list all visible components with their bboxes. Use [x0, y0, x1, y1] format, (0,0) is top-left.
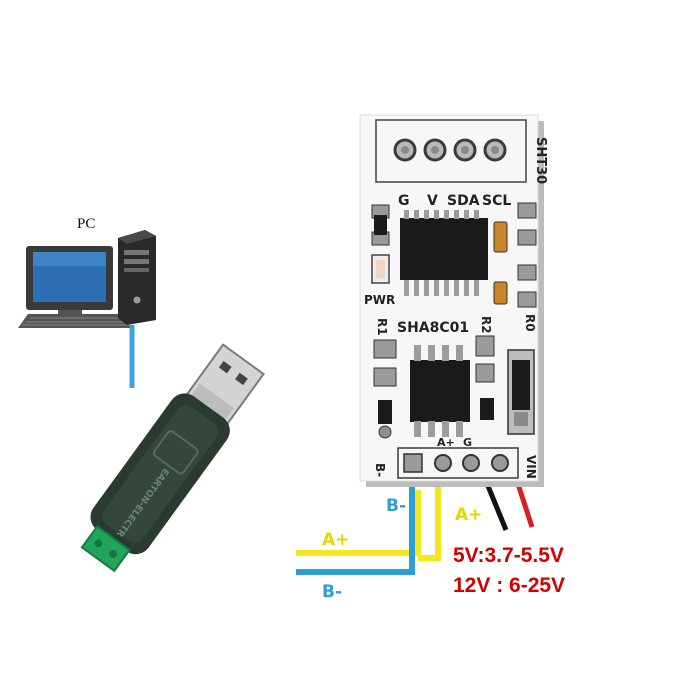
terminal-pads: [403, 453, 509, 473]
pin-label-g: G: [398, 193, 410, 209]
board-model-label: SHA8C01: [397, 320, 469, 336]
resistor-label-r0: R0: [523, 314, 537, 332]
main-chip: [400, 218, 488, 280]
power-spec-12v: 12V : 6-25V: [453, 574, 565, 597]
usb-rs485-adapter: EARTON-ELECTR: [80, 343, 265, 573]
wire-label-a-plus-right: A+: [455, 505, 482, 525]
wire-label-b-minus-right: B-: [386, 496, 406, 516]
wire-label-a-plus-left: A+: [322, 530, 349, 550]
wire-vin: [515, 483, 535, 528]
terminal-label-g: G: [463, 436, 472, 449]
wire-a-plus-terminal: [418, 485, 441, 561]
terminal-label-a-plus: A+: [437, 436, 455, 449]
capacitor: [493, 221, 508, 253]
pin-label-sda: SDA: [447, 193, 480, 209]
resistor-label-r1: R1: [375, 318, 389, 336]
power-spec-5v: 5V:3.7-5.5V: [453, 544, 564, 567]
terminal-header: [397, 447, 519, 479]
pc-computer: PC: [18, 216, 156, 328]
module-board: SHT30 G V SDA SCL PWR R0 R1 SHA8C01 R2: [359, 114, 548, 487]
pwr-label: PWR: [364, 293, 395, 307]
wire-b-minus: [296, 485, 415, 575]
terminal-label-b-minus: B-: [373, 463, 387, 477]
resistor-label-r2: R2: [479, 316, 493, 334]
pc-tower-icon: [118, 230, 156, 325]
keyboard-icon: [18, 314, 132, 328]
pc-label: PC: [77, 216, 95, 232]
sht30-header-pads: [393, 138, 507, 162]
wire-a-plus: [296, 490, 421, 556]
terminal-label-vin: VIN: [524, 455, 538, 479]
wire-label-b-minus-left: B-: [322, 582, 342, 602]
pin-label-scl: SCL: [482, 193, 511, 209]
adapter-logo-icon: [152, 430, 199, 475]
rs485-chip: [410, 360, 470, 422]
pin-label-v: V: [427, 193, 438, 209]
wire-ground: [485, 485, 509, 531]
sht30-label: SHT30: [533, 137, 548, 184]
sht30-header-outline: [375, 119, 527, 183]
adapter-terminal-block: [80, 524, 132, 573]
